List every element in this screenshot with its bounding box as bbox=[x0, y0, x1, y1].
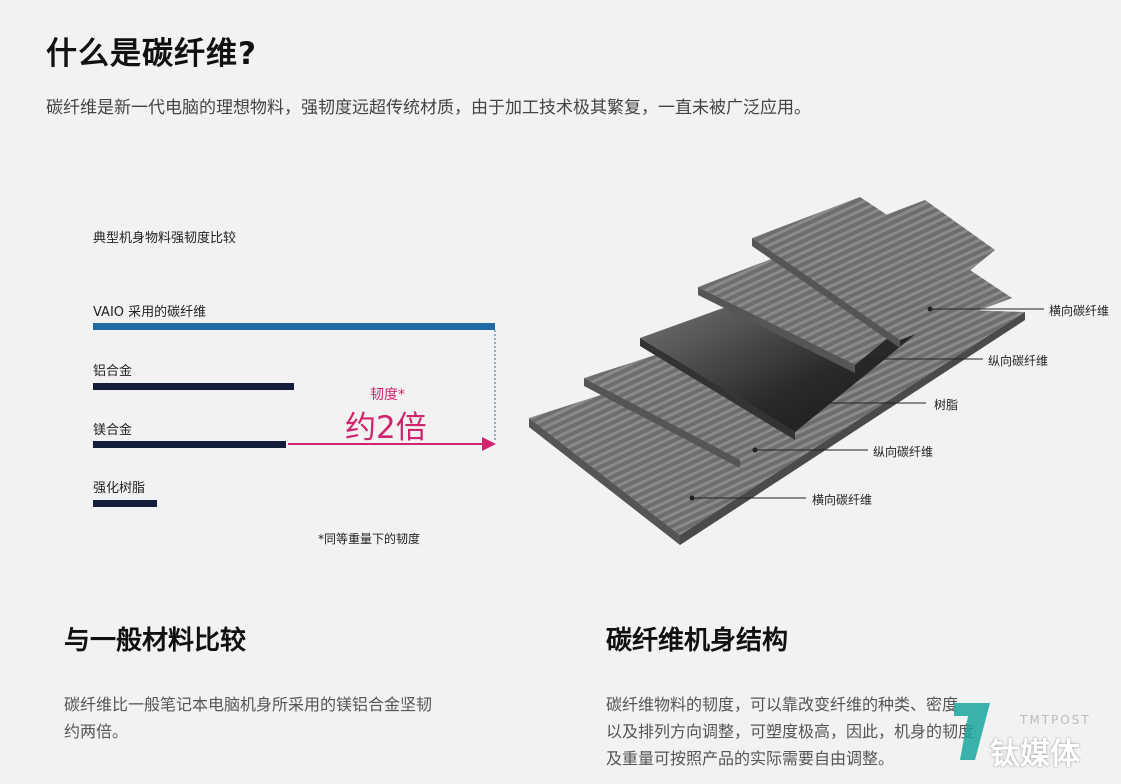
watermark-brand-en: TMTPOST bbox=[1020, 713, 1091, 727]
intro-text: 碳纤维是新一代电脑的理想物料，强韧度远超传统材质，由于加工技术极其繁复，一直未被… bbox=[46, 98, 811, 118]
bar-label-aluminum: 铝合金 bbox=[93, 364, 133, 379]
bar-aluminum bbox=[93, 383, 294, 390]
annotation-twice: 约2倍 bbox=[345, 410, 427, 446]
layer-front bbox=[680, 312, 1025, 545]
annotation-toughness: 韧度* bbox=[370, 387, 405, 403]
bar-label-resin: 强化树脂 bbox=[93, 481, 146, 496]
callout-transverse-bottom: 横向碳纤维 bbox=[812, 493, 873, 507]
bar-magnesium bbox=[93, 441, 286, 448]
callout-transverse-top: 横向碳纤维 bbox=[1049, 304, 1110, 318]
body-line: 及重量可按照产品的实际需要自由调整。 bbox=[606, 749, 895, 768]
layer-side bbox=[529, 418, 680, 545]
body-line: 以及排列方向调整，可塑度极高，因此，机身的韧度 bbox=[606, 722, 975, 741]
page-title: 什么是碳纤维? bbox=[46, 36, 257, 72]
section-structure-body: 碳纤维物料的韧度，可以靠改变纤维的种类、密度 以及排列方向调整，可塑度极高，因此… bbox=[606, 691, 974, 772]
section-compare-body: 碳纤维比一般笔记本电脑机身所采用的镁铝合金坚韧 约两倍。 bbox=[64, 691, 432, 745]
chart-footnote: *同等重量下的韧度 bbox=[318, 532, 421, 546]
callout-longitudinal-lower: 纵向碳纤维 bbox=[873, 445, 934, 459]
body-line: 碳纤维物料的韧度，可以靠改变纤维的种类、密度 bbox=[606, 695, 959, 714]
bar-carbon bbox=[93, 323, 495, 330]
chart-title: 典型机身物料强韧度比较 bbox=[93, 231, 237, 246]
body-line: 约两倍。 bbox=[64, 722, 129, 741]
layer-side bbox=[698, 287, 855, 373]
bar-label-magnesium: 镁合金 bbox=[93, 423, 133, 438]
callout-resin: 树脂 bbox=[934, 398, 959, 412]
layer-side bbox=[584, 378, 740, 468]
layer-transverse-top bbox=[752, 197, 1012, 340]
callout-longitudinal-upper: 纵向碳纤维 bbox=[988, 354, 1049, 368]
layer-side bbox=[752, 238, 900, 348]
arrow-head-icon bbox=[482, 437, 496, 451]
bar-resin bbox=[93, 500, 157, 507]
body-line: 碳纤维比一般笔记本电脑机身所采用的镁铝合金坚韧 bbox=[64, 695, 433, 714]
layer-side bbox=[640, 338, 795, 440]
section-structure-title: 碳纤维机身结构 bbox=[606, 626, 789, 656]
bar-label-carbon: VAIO 采用的碳纤维 bbox=[93, 305, 207, 320]
section-compare-title: 与一般材料比较 bbox=[64, 626, 247, 656]
watermark-brand-cn: 钛媒体 bbox=[990, 737, 1080, 772]
